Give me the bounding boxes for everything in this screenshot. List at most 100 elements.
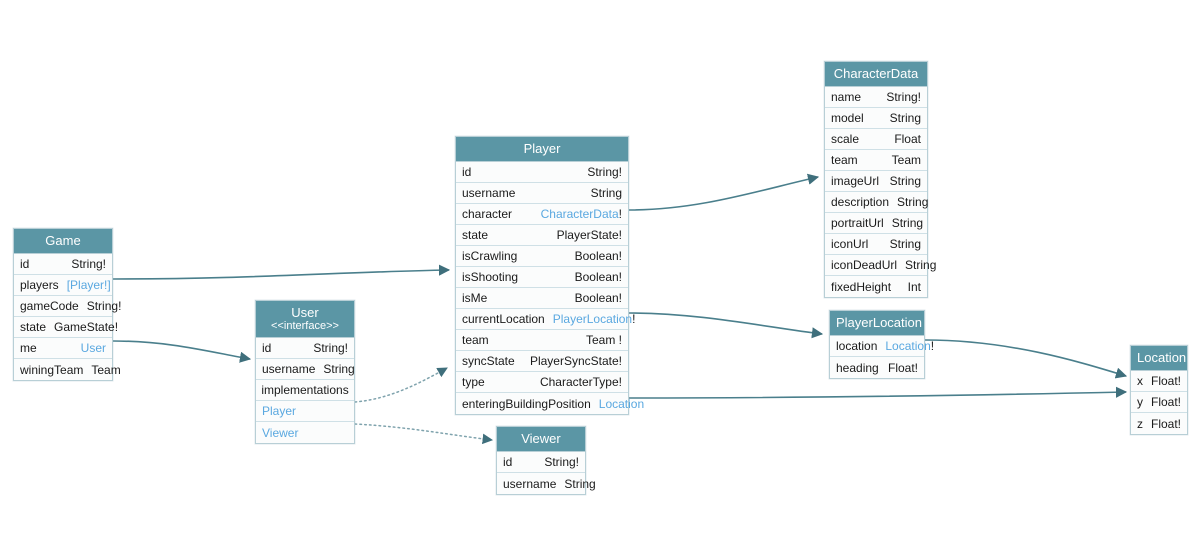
field-type: CharacterType! xyxy=(539,375,622,389)
table-row[interactable]: id String! xyxy=(497,452,585,473)
entity-viewer[interactable]: Viewer id String! username String xyxy=(496,426,596,495)
field-name: state xyxy=(20,320,47,334)
table-row[interactable]: portraitUrl String xyxy=(825,213,927,234)
field-type[interactable]: Location! xyxy=(885,340,934,352)
field-type[interactable]: User xyxy=(80,341,106,355)
field-type: String xyxy=(905,258,937,272)
table-row[interactable]: type CharacterType! xyxy=(456,372,628,393)
field-type: String xyxy=(889,174,921,188)
field-type: GameState! xyxy=(54,320,119,334)
field-type: PlayerSyncState! xyxy=(529,354,622,368)
entity-player-location[interactable]: PlayerLocation location Location! headin… xyxy=(829,310,934,379)
table-row[interactable]: team Team ! xyxy=(456,330,628,351)
field-type: String! xyxy=(313,341,348,355)
field-type: Float! xyxy=(1151,416,1182,431)
entity-player[interactable]: Player id String! username String charac… xyxy=(455,136,644,415)
field-type-ref[interactable]: CharacterData xyxy=(540,207,619,221)
implementations-label-row: implementations xyxy=(256,380,354,401)
entity-player-title: Player xyxy=(456,137,628,162)
table-row[interactable]: x Float! xyxy=(1131,371,1187,392)
field-name: winingTeam xyxy=(20,362,84,377)
edge-playerlocation-location-to-location xyxy=(924,339,1128,379)
table-row[interactable]: location Location! xyxy=(830,336,934,357)
field-name: location xyxy=(836,339,878,353)
table-row[interactable]: username String xyxy=(497,473,596,494)
field-type: Team xyxy=(91,362,121,377)
implementation-name: Player xyxy=(262,404,297,418)
edge-game-players-to-player xyxy=(112,264,451,280)
table-row[interactable]: heading Float! xyxy=(830,357,924,378)
implementation-item-player[interactable]: Player xyxy=(256,401,354,422)
table-row[interactable]: id String! xyxy=(256,338,354,359)
table-row[interactable]: state PlayerState! xyxy=(456,225,628,246)
table-row[interactable]: isCrawling Boolean! xyxy=(456,246,628,267)
table-row[interactable]: model String xyxy=(825,108,927,129)
field-name: description xyxy=(831,195,890,209)
table-row[interactable]: username String xyxy=(456,183,628,204)
implementation-name: Viewer xyxy=(262,425,299,440)
table-row[interactable]: isMe Boolean! xyxy=(456,288,628,309)
field-type[interactable]: Location xyxy=(598,396,645,411)
field-type: String! xyxy=(886,90,921,104)
field-type[interactable]: CharacterData! xyxy=(541,208,622,220)
field-type: String! xyxy=(86,299,122,313)
entity-user-name: User xyxy=(291,305,319,320)
table-row[interactable]: isShooting Boolean! xyxy=(456,267,628,288)
table-row[interactable]: enteringBuildingPosition Location xyxy=(456,393,644,414)
table-row[interactable]: team Team xyxy=(825,150,927,171)
table-row[interactable]: me User xyxy=(14,338,112,359)
implementations-label: implementations xyxy=(261,383,349,397)
field-type: String xyxy=(590,186,622,200)
field-type-nonnull: ! xyxy=(930,339,935,353)
field-name: z xyxy=(1137,416,1143,431)
field-name: gameCode xyxy=(20,299,79,313)
field-name: isMe xyxy=(462,291,488,305)
field-type-ref[interactable]: Location xyxy=(885,339,931,353)
table-row[interactable]: id String! xyxy=(456,162,628,183)
table-row[interactable]: winingTeam Team xyxy=(14,359,121,380)
table-row[interactable]: z Float! xyxy=(1131,413,1187,434)
field-type: Boolean! xyxy=(574,270,622,284)
table-row[interactable]: iconDeadUrl String xyxy=(825,255,936,276)
entity-user-stereotype: <<interface>> xyxy=(271,320,339,332)
table-row[interactable]: y Float! xyxy=(1131,392,1187,413)
field-name: isCrawling xyxy=(462,249,518,263)
field-type: Boolean! xyxy=(574,249,622,263)
entity-character-data[interactable]: CharacterData name String! model String … xyxy=(824,61,936,298)
field-name: name xyxy=(831,90,862,104)
field-type: String xyxy=(891,216,924,230)
table-row[interactable]: iconUrl String xyxy=(825,234,927,255)
entity-user-title: User <<interface>> xyxy=(256,301,354,338)
entity-player-location-title: PlayerLocation xyxy=(830,311,924,336)
entity-game[interactable]: Game id String! players [Player!] gameCo… xyxy=(13,228,121,381)
field-type-ref[interactable]: PlayerLocation xyxy=(552,312,633,326)
table-row[interactable]: state GameState! xyxy=(14,317,118,338)
table-row[interactable]: username String xyxy=(256,359,355,380)
field-name: fixedHeight xyxy=(831,279,892,294)
implementation-item-viewer[interactable]: Viewer xyxy=(256,422,354,443)
field-type: String! xyxy=(587,165,622,179)
table-row[interactable]: fixedHeight Int xyxy=(825,276,927,297)
table-row[interactable]: syncState PlayerSyncState! xyxy=(456,351,628,372)
field-name: state xyxy=(462,228,489,242)
field-name: iconUrl xyxy=(831,237,869,251)
table-row[interactable]: imageUrl String xyxy=(825,171,927,192)
table-row[interactable]: description String xyxy=(825,192,928,213)
table-row[interactable]: name String! xyxy=(825,87,927,108)
table-row[interactable]: gameCode String! xyxy=(14,296,121,317)
table-row[interactable]: currentLocation PlayerLocation! xyxy=(456,309,635,330)
field-type[interactable]: PlayerLocation! xyxy=(553,313,636,325)
field-type: String xyxy=(889,111,921,125)
field-type: Team ! xyxy=(585,333,622,347)
field-type-nonnull: ! xyxy=(618,207,622,221)
field-type[interactable]: [Player!] xyxy=(66,278,111,292)
field-type: Boolean! xyxy=(574,291,622,305)
edge-player-currentlocation-to-playerlocation xyxy=(628,312,824,339)
table-row[interactable]: scale Float xyxy=(825,129,927,150)
field-name: me xyxy=(20,341,37,355)
entity-location[interactable]: Location x Float! y Float! z Float! xyxy=(1130,345,1188,435)
table-row[interactable]: id String! xyxy=(14,254,112,275)
table-row[interactable]: players [Player!] xyxy=(14,275,112,296)
table-row[interactable]: character CharacterData! xyxy=(456,204,628,225)
entity-user[interactable]: User <<interface>> id String! username S… xyxy=(255,300,355,444)
